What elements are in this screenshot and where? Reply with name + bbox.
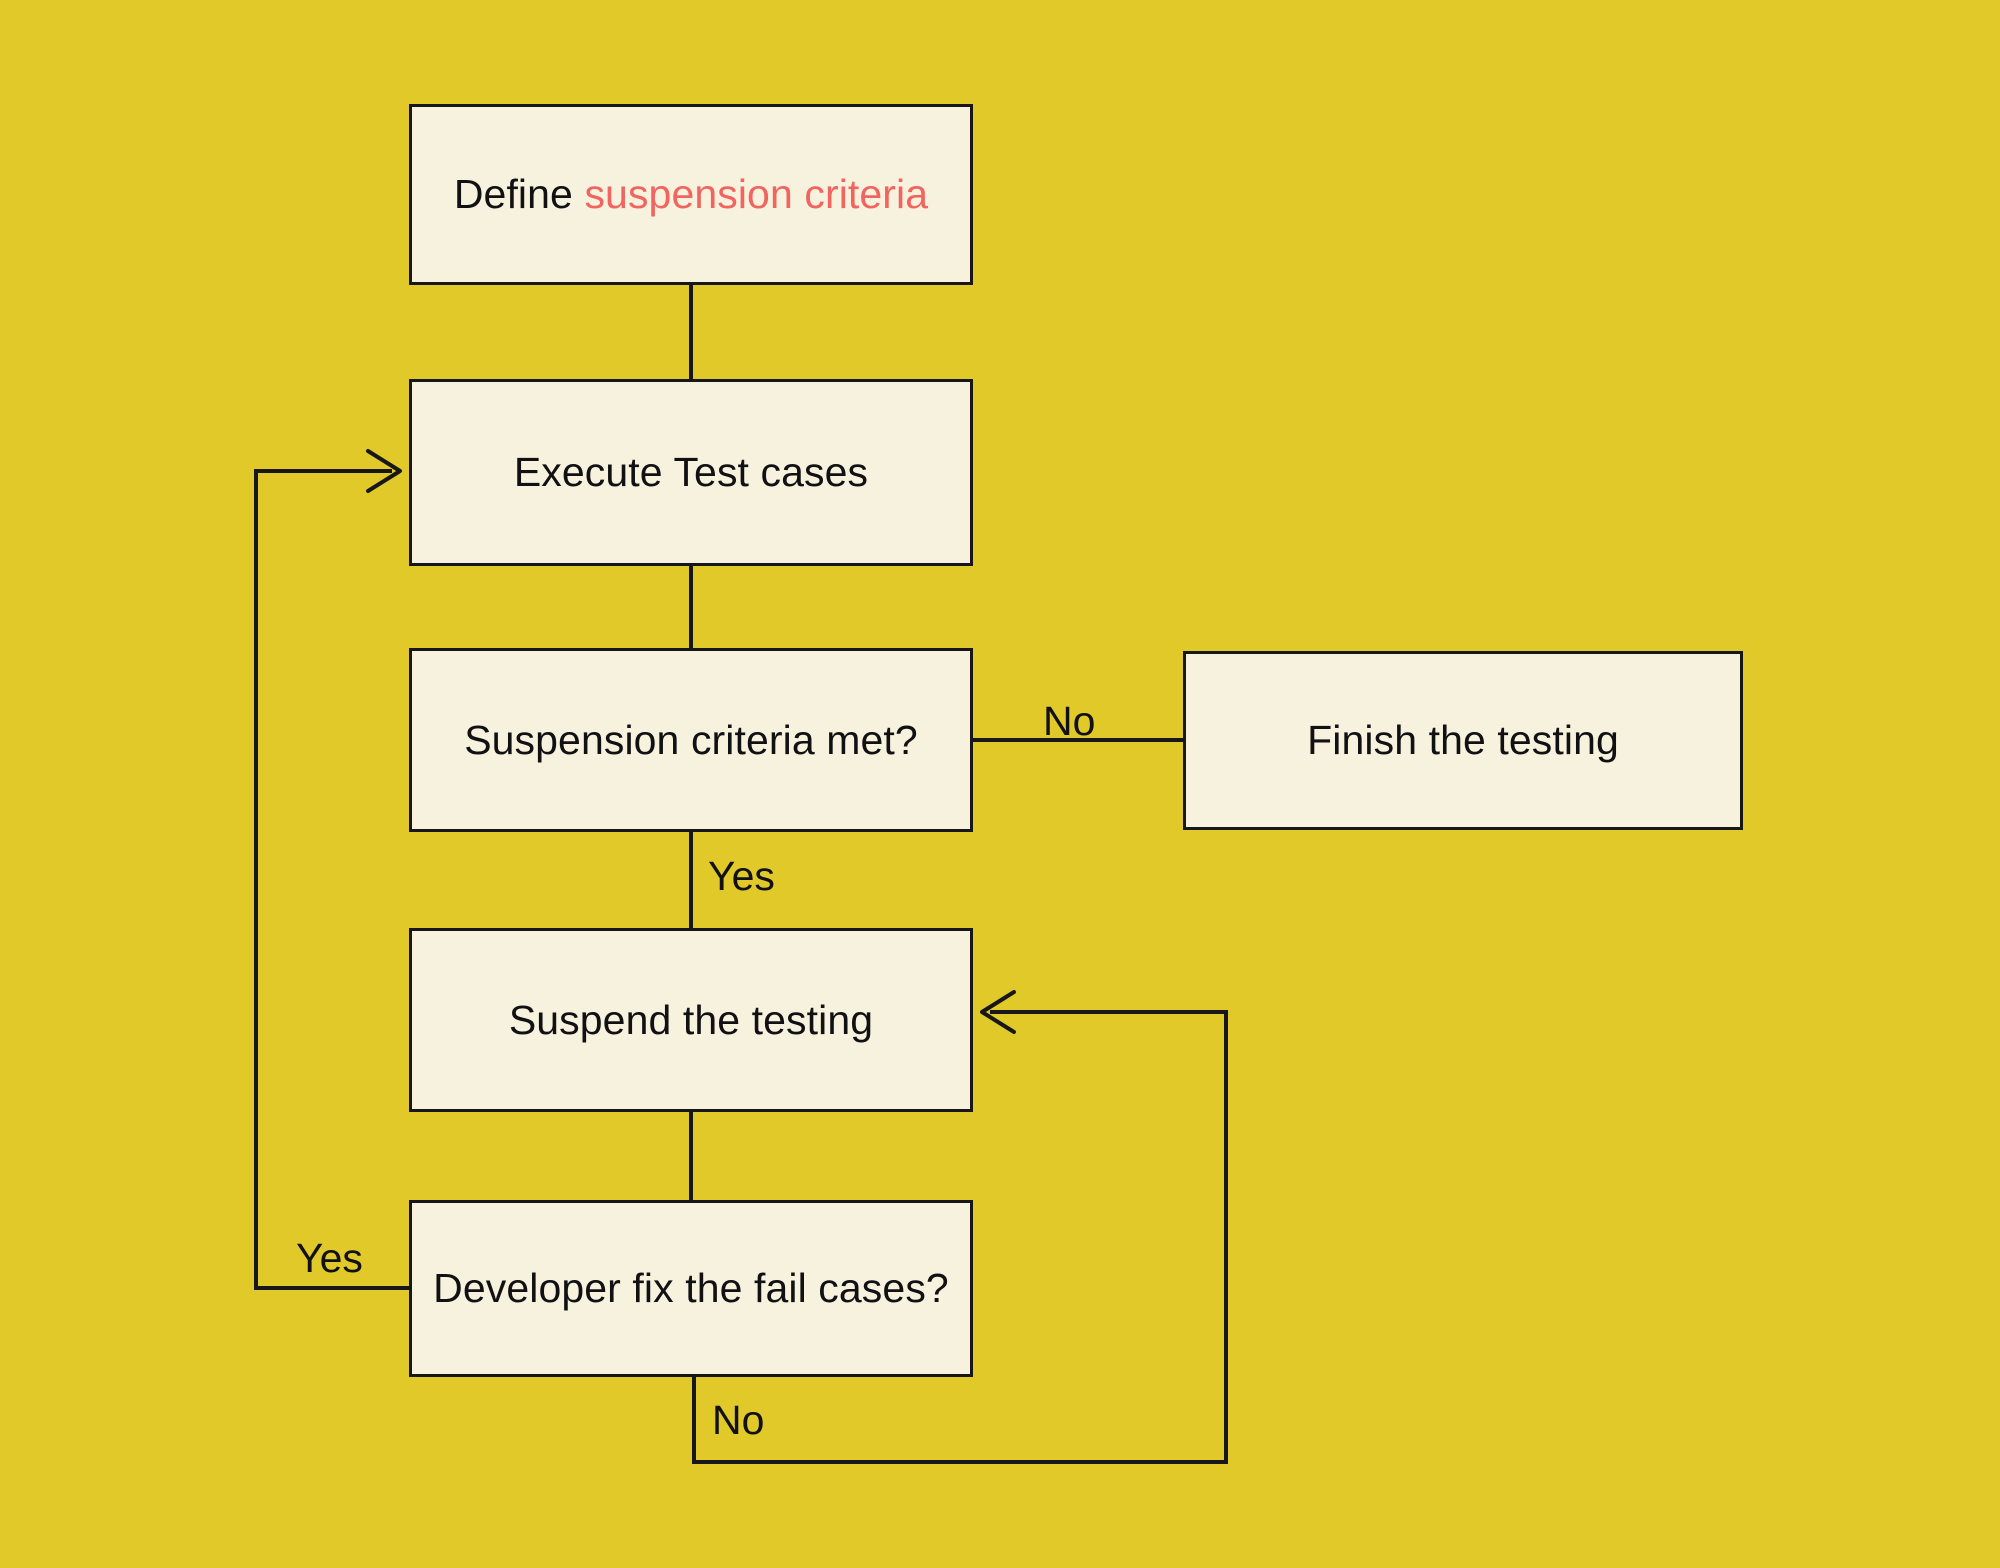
edge-developer-no-to-suspend bbox=[692, 1010, 1228, 1464]
node-define-label-accent: suspension criteria bbox=[584, 171, 929, 218]
node-suspend-the-testing[interactable]: Suspend the testing bbox=[409, 928, 973, 1112]
node-suspension-criteria-met[interactable]: Suspension criteria met? bbox=[409, 648, 973, 832]
edge-developer-yes-to-execute bbox=[254, 469, 409, 1290]
edge-label-criteria-no: No bbox=[1043, 698, 1096, 744]
node-suspend-label: Suspend the testing bbox=[508, 996, 874, 1043]
node-developer-fix-the-fail-cases[interactable]: Developer fix the fail cases? bbox=[409, 1200, 973, 1377]
node-criteria-met-label: Suspension criteria met? bbox=[464, 716, 918, 763]
node-finish-label: Finish the testing bbox=[1307, 717, 1619, 764]
arrowhead-into-execute bbox=[366, 449, 402, 493]
node-define-label-plain: Define bbox=[453, 171, 585, 218]
edge-label-developer-yes: Yes bbox=[296, 1235, 363, 1281]
node-execute-test-cases[interactable]: Execute Test cases bbox=[409, 379, 973, 566]
node-finish-the-testing[interactable]: Finish the testing bbox=[1183, 651, 1743, 830]
node-define-suspension-criteria[interactable]: Define suspension criteria bbox=[409, 104, 973, 285]
arrowhead-into-suspend bbox=[980, 990, 1016, 1034]
edge-label-developer-no: No bbox=[712, 1397, 765, 1443]
node-execute-label: Execute Test cases bbox=[513, 449, 869, 496]
node-developer-fix-label: Developer fix the fail cases? bbox=[433, 1265, 949, 1312]
node-define-label: Define suspension criteria bbox=[432, 170, 950, 218]
edge-label-criteria-yes: Yes bbox=[708, 853, 775, 899]
